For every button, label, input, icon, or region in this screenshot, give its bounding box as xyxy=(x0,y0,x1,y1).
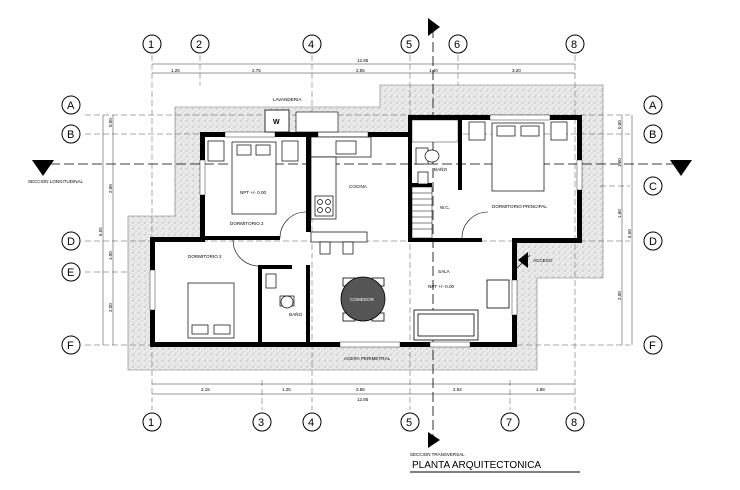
axis-left-0: A xyxy=(67,100,75,112)
dim-left-3: 2.00 xyxy=(108,303,113,312)
axis-top-2: 4 xyxy=(308,39,314,51)
shower-icon xyxy=(411,119,459,143)
section-arrow-right xyxy=(670,160,692,176)
kitchen-counter xyxy=(310,136,372,255)
axis-right-1: B xyxy=(649,129,656,141)
room-sala: SALA xyxy=(438,269,451,274)
dim-bottom-0: 2.15 xyxy=(201,387,210,392)
axis-left-2: D xyxy=(67,236,75,248)
axis-top-1: 2 xyxy=(196,39,202,51)
dim-left-0: 0.50 xyxy=(108,118,113,127)
axis-bottom-0: 1 xyxy=(148,417,154,429)
axis-top-4: 6 xyxy=(454,39,460,51)
section-arrow-bottom xyxy=(428,432,440,448)
axis-right-2: C xyxy=(649,181,657,193)
dim-top-0: 1.25 xyxy=(171,68,180,73)
dimension-lines xyxy=(102,63,633,395)
bed-icon-2 xyxy=(187,282,235,339)
axis-left-1: B xyxy=(67,129,74,141)
drawing-title: PLANTA ARQUITECTONICA xyxy=(412,460,541,471)
axis-top-5: 8 xyxy=(571,39,577,51)
npt-level-2: NPT +/- 0.00 xyxy=(428,284,455,289)
staircase xyxy=(411,186,433,239)
washer-icon xyxy=(264,109,290,133)
dim-right-total: 6.50 xyxy=(627,229,632,238)
axis-top-3: 5 xyxy=(406,39,412,51)
section-long-label: SECCION LONGITUDINAL xyxy=(28,179,84,184)
dim-bottom-4: 1.88 xyxy=(536,387,545,392)
master-bed-icon xyxy=(468,121,568,192)
axis-right-0: A xyxy=(649,100,657,112)
dim-right-3: 2.00 xyxy=(617,291,622,300)
dim-top-1: 2.75 xyxy=(252,68,261,73)
toilet-icon-2 xyxy=(265,273,295,309)
section-trans-label: SECCION TRANSVERSAL xyxy=(410,452,465,457)
entry-arrow-icon xyxy=(518,252,528,268)
dim-top-4: 3.20 xyxy=(512,68,521,73)
dim-top-3: 1.40 xyxy=(429,68,438,73)
section-arrow-top xyxy=(428,18,440,36)
toilet-icon xyxy=(415,147,440,185)
section-arrow-left xyxy=(32,160,54,176)
axis-top-0: 1 xyxy=(148,39,154,51)
dim-left-total: 6.55 xyxy=(98,227,103,236)
dim-bottom-2: 2.85 xyxy=(356,387,365,392)
windows xyxy=(149,114,583,348)
room-bano-1: BAÑO xyxy=(434,166,447,172)
room-lavanderia: LAVANDERIA xyxy=(273,97,302,102)
room-dormitorio-principal: DORMITORIO PRINCIPAL xyxy=(492,204,547,209)
washer-label: W xyxy=(273,119,280,126)
axis-left-3: E xyxy=(67,267,74,279)
dining-set xyxy=(340,276,386,322)
dim-top-2: 2.85 xyxy=(356,68,365,73)
dim-left-2: 1.00 xyxy=(108,251,113,260)
dim-right-2: 1.60 xyxy=(617,209,622,218)
laundry-sink-icon xyxy=(295,111,339,133)
room-dormitorio2-top: DORMITORIO 2 xyxy=(230,221,264,226)
axis-right-4: F xyxy=(649,340,656,352)
section-lines xyxy=(50,28,682,440)
room-comedor: COMEDOR xyxy=(350,297,375,302)
dim-right-0: 0.50 xyxy=(617,120,622,129)
room-bano-2: BAÑO xyxy=(289,311,302,317)
axis-right-3: D xyxy=(649,236,657,248)
axis-bottom-4: 7 xyxy=(506,417,512,429)
axis-bottom-5: 8 xyxy=(571,417,577,429)
dim-bottom-1: 1.25 xyxy=(282,387,291,392)
dim-right-1: 1.60 xyxy=(617,158,622,167)
axis-bottom-3: 5 xyxy=(406,417,412,429)
room-dormitorio2-bottom: DORMITORIO 2 xyxy=(188,254,222,259)
axis-bubbles xyxy=(61,34,663,432)
axis-bottom-1: 3 xyxy=(258,417,264,429)
dim-bottom-3: 2.92 xyxy=(453,387,462,392)
sofa-set xyxy=(413,279,510,341)
room-cocina: COCINA xyxy=(349,184,368,189)
dim-bottom-total: 12.85 xyxy=(357,397,369,402)
bed-icon xyxy=(207,140,299,215)
axis-left-4: F xyxy=(67,340,74,352)
label-acceso: ACCESO xyxy=(533,258,553,263)
label-acera-perimetral: ACERA PERIMETRAL xyxy=(344,356,391,361)
axis-bottom-2: 4 xyxy=(308,417,314,429)
room-wc: W.C. xyxy=(440,205,450,210)
npt-level-1: NPT +/- 0.00 xyxy=(240,190,267,195)
dim-left-1: 2.00 xyxy=(108,184,113,193)
dim-top-total: 12.85 xyxy=(357,58,369,63)
